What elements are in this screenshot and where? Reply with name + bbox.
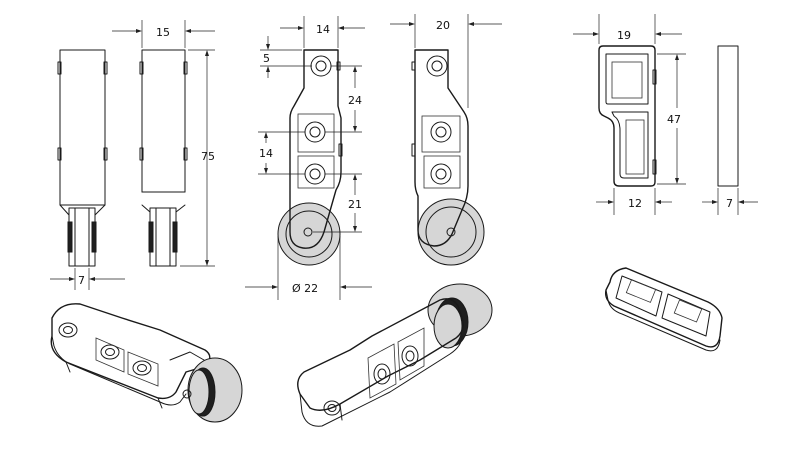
dim-side-width-20: 20 — [390, 14, 502, 108]
iso-carrier-left — [50, 303, 243, 423]
iso-end-cap — [604, 267, 723, 352]
wheel-back — [417, 198, 485, 266]
side-view — [139, 49, 188, 267]
label-19: 19 — [617, 29, 631, 42]
dim-offset-5: 5 — [260, 36, 312, 78]
rear-view — [57, 49, 108, 267]
front-view — [277, 49, 343, 266]
dim-height-75: 75 — [180, 49, 215, 267]
label-5: 5 — [263, 52, 270, 65]
label-7-cap: 7 — [726, 197, 733, 210]
label-14-top: 14 — [316, 23, 330, 36]
dim-cap-height-47: 47 — [657, 53, 686, 185]
dim-width-15: 15 — [112, 20, 215, 48]
label-7-roller: 7 — [78, 274, 85, 287]
iso-carrier-right — [297, 283, 493, 427]
dim-top-width-14: 14 — [280, 16, 365, 48]
label-12: 12 — [628, 197, 642, 210]
label-24: 24 — [348, 94, 362, 107]
dim-wheel-offset-21: 21 — [313, 173, 362, 233]
wheel-front — [277, 202, 341, 266]
back-view — [411, 49, 485, 266]
dim-cap-width-19: 19 — [573, 14, 682, 44]
end-cap-side — [717, 45, 739, 187]
label-14-left: 14 — [259, 147, 273, 160]
dim-cap-thickness-7: 7 — [702, 188, 758, 215]
dim-cap-inner-12: 12 — [596, 188, 672, 215]
dim-spacing-24: 24 — [325, 65, 362, 133]
end-cap-front — [598, 45, 657, 187]
label-21: 21 — [348, 198, 362, 211]
label-20: 20 — [436, 19, 450, 32]
label-47: 47 — [667, 113, 681, 126]
dim-spacing-14: 14 — [258, 131, 305, 175]
label-diameter-22: Ø 22 — [292, 282, 318, 295]
dim-wheel-diameter: Ø 22 — [245, 236, 372, 300]
label-15: 15 — [156, 26, 170, 39]
label-75: 75 — [201, 150, 215, 163]
dim-roller-width: 7 — [50, 268, 125, 290]
